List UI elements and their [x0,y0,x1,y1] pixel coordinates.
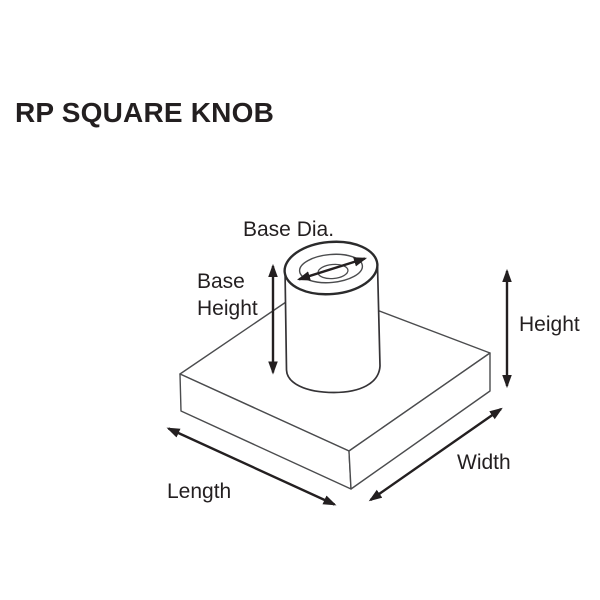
length-label: Length [167,480,232,503]
base-dia-label: Base Dia. [243,218,335,241]
dimension-arrows [166,257,512,506]
width-arrow [368,407,503,502]
width-label: Width [457,451,511,474]
knob-cylinder [283,240,381,394]
base-dia-arrow [296,257,368,281]
knob-cylinder-outline [284,264,381,394]
height-label: Height [519,313,580,336]
base-height-label-line1: Base [197,270,245,293]
base-height-label: Base Height [197,268,258,322]
base-height-label-line2: Height [197,297,258,320]
knob-cylinder-fill [285,265,380,393]
page-title: RP SQUARE KNOB [15,97,274,128]
length-arrow [166,427,337,506]
